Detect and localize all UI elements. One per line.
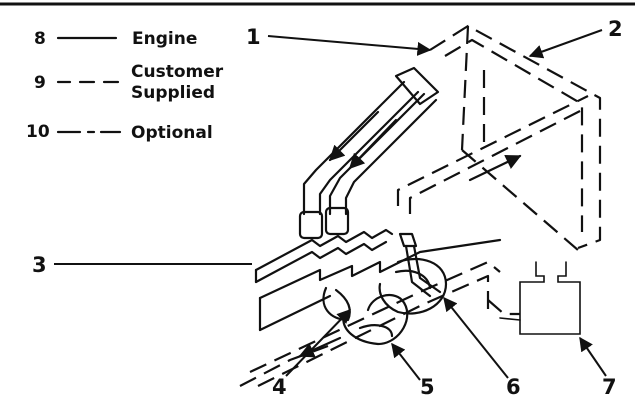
leader-4: [285, 308, 351, 377]
optional-pipe: [487, 299, 520, 316]
leader-7: [579, 336, 607, 377]
top-coupling: [394, 66, 440, 106]
flow-arrow-tube-left: [328, 110, 380, 162]
callout-1: 1: [246, 25, 261, 49]
callout-5: 5: [420, 375, 435, 399]
legend-number-customer: 9: [34, 73, 46, 93]
callout-3: 3: [32, 253, 47, 277]
housing-center-ring-inner: [358, 324, 394, 338]
legend-label-customer-line2: Supplied: [131, 83, 215, 103]
frame-diagonal-upper: [460, 25, 470, 151]
housing-center-ring: [342, 293, 409, 346]
legend-label-engine: Engine: [132, 29, 197, 49]
callout-6: 6: [506, 375, 521, 399]
frame-diagonal-cross: [461, 149, 579, 251]
pipe-upper-run-inner: [408, 109, 583, 214]
drawing: [239, 24, 602, 387]
callout-4: 4: [272, 375, 287, 399]
pipe-lower-run-inner: [257, 274, 490, 387]
leader-5: [391, 342, 421, 381]
connector-line-b: [412, 244, 442, 294]
engine-tube-second-inner: [344, 98, 438, 216]
plate-lower-bottom: [258, 294, 332, 332]
housing-right-scroll: [378, 257, 448, 315]
connector-line-a: [404, 244, 432, 298]
optional-unit: [519, 261, 581, 335]
pipe-upper-run: [396, 95, 589, 206]
callout-7: 7: [602, 375, 617, 399]
leader-2: [528, 29, 603, 59]
leader-6: [443, 296, 509, 379]
legend: 8 Engine 9 Customer Supplied 10 Optional: [26, 29, 224, 143]
housing-right-scroll-inner: [394, 269, 432, 290]
legend-label-customer-line1: Customer: [131, 62, 224, 82]
legend-label-optional: Optional: [131, 123, 213, 143]
optional-line: [499, 317, 521, 321]
frame-top-inner: [444, 38, 584, 232]
engine-tube-inner: [318, 90, 420, 216]
flow-arrow-lower: [298, 336, 342, 358]
callout-2: 2: [608, 17, 623, 41]
tube-fitting-left: [298, 210, 324, 240]
pipe-lower-run: [249, 260, 501, 373]
flow-arrow-tube-right: [348, 118, 398, 170]
frame-top-outer: [429, 24, 602, 250]
flow-arrow-upper-right: [468, 154, 522, 182]
connector-stub: [398, 232, 418, 248]
rail-upper: [254, 228, 394, 272]
leader-1: [267, 35, 432, 56]
callouts: 1 2 3 4 5 6 7: [32, 17, 623, 399]
rail-upper-bottom: [254, 240, 388, 284]
legend-number-engine: 8: [34, 29, 46, 49]
legend-number-optional: 10: [26, 122, 50, 142]
tube-fitting-right: [324, 206, 350, 236]
engine-tube-outer: [302, 80, 406, 216]
